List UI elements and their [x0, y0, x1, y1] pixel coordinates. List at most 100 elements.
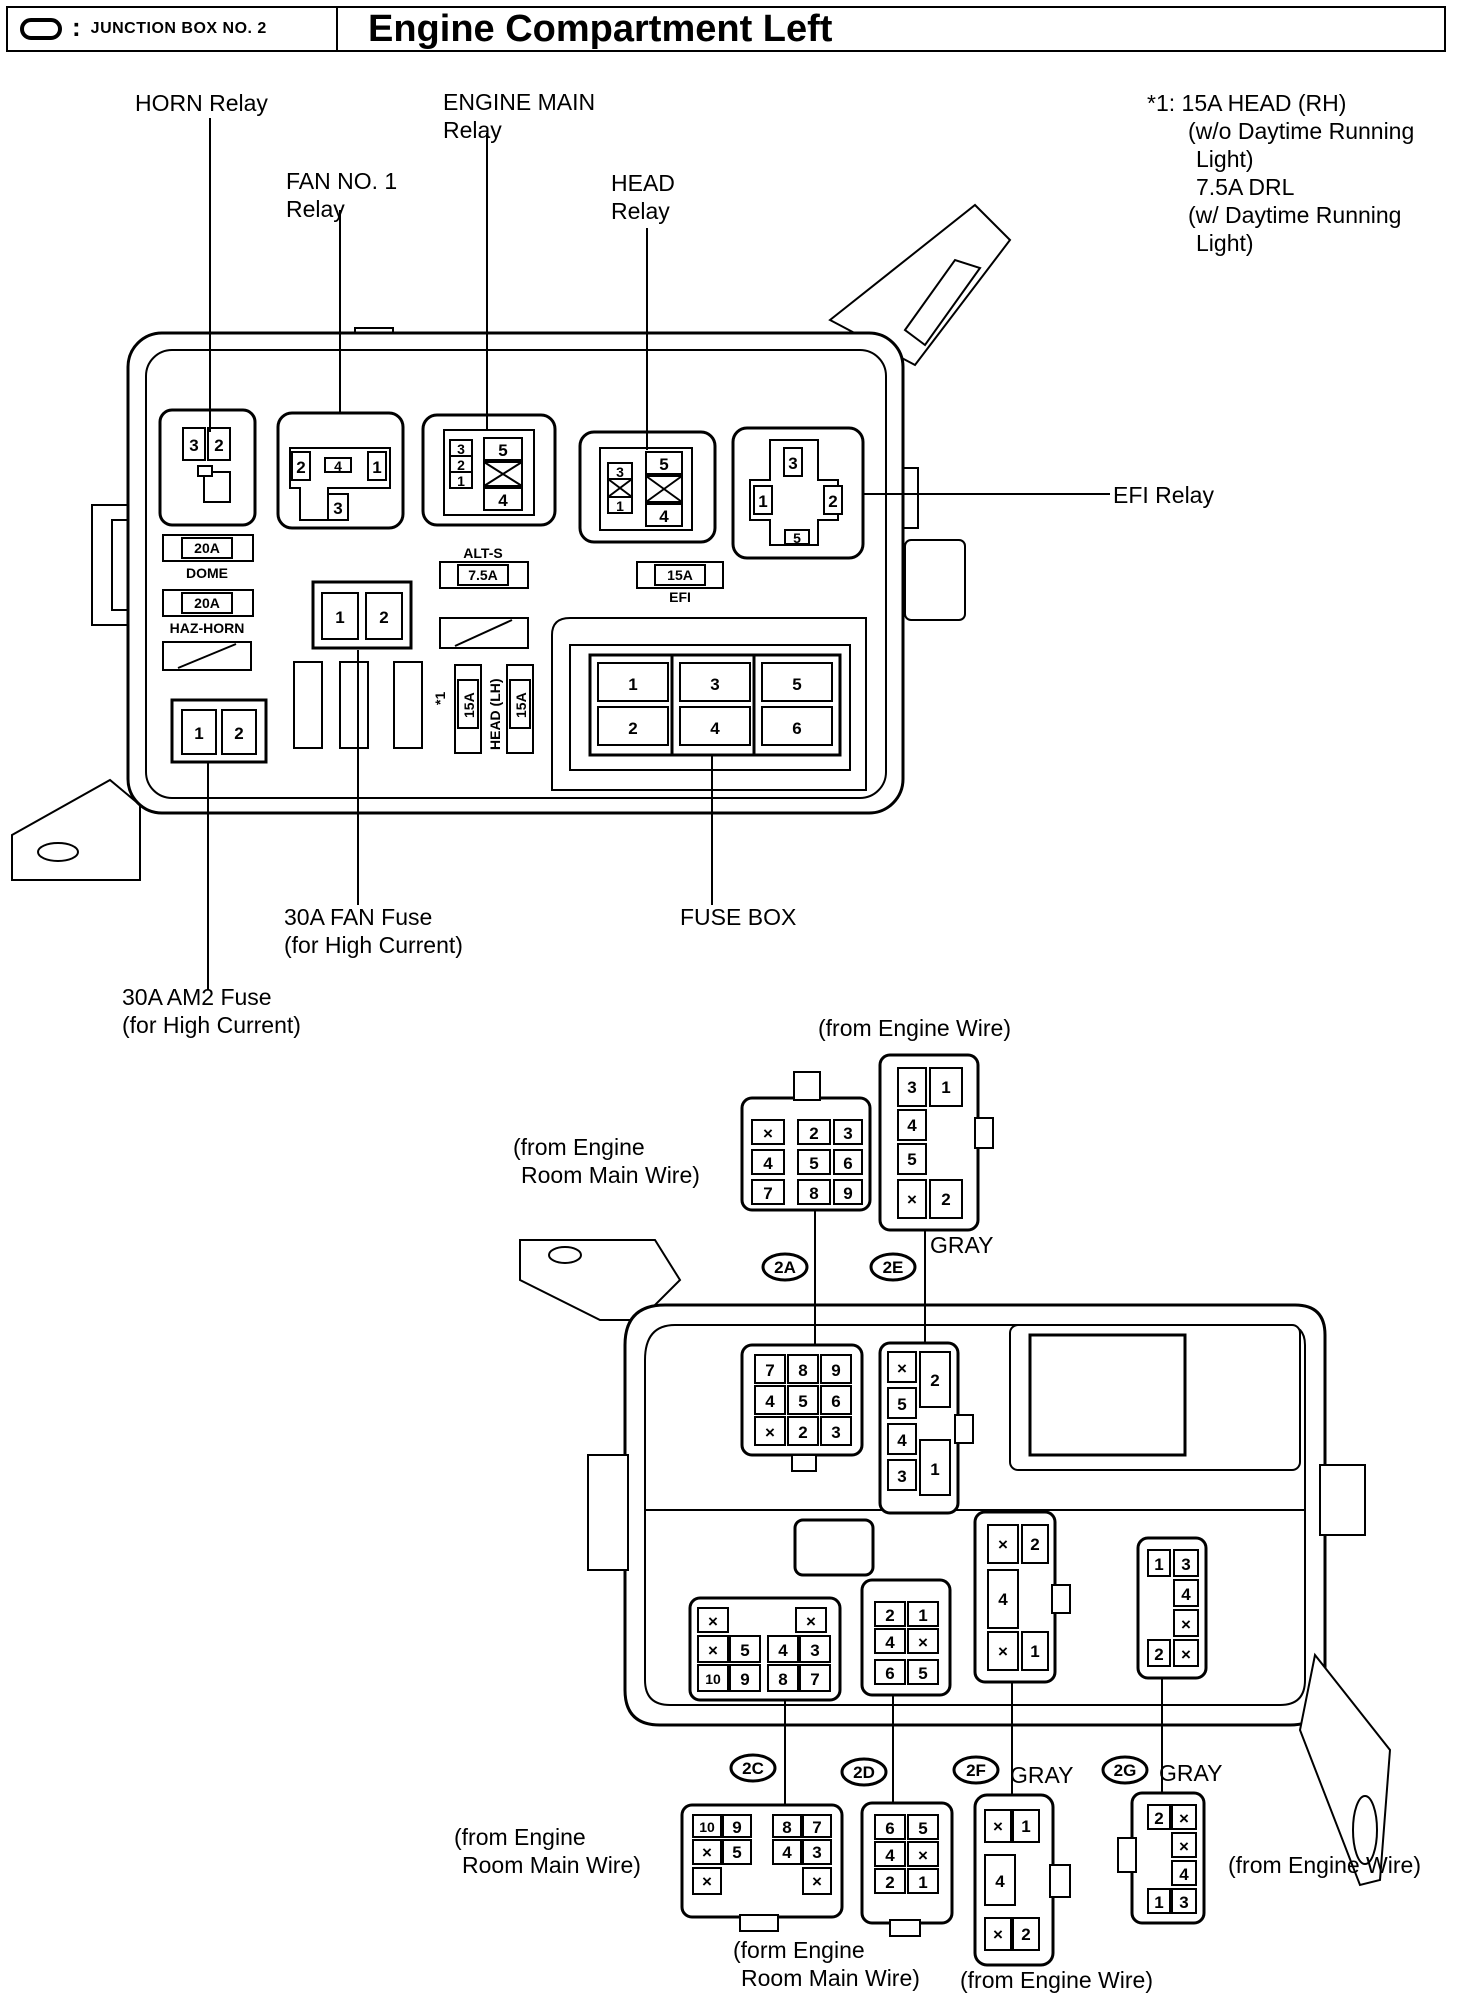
connector-2a-plug: × 2 3 4 5 6 7 8 9	[740, 1071, 872, 1212]
fuse-spare	[162, 641, 252, 671]
svg-text:5: 5	[907, 1150, 916, 1169]
connector-2c-plug: 10 9 8 7 × 5 4 3 × ×	[680, 1803, 844, 1932]
svg-text:4: 4	[885, 1846, 895, 1865]
svg-text:4: 4	[710, 719, 720, 738]
svg-text:1: 1	[1154, 1893, 1163, 1912]
fuse-dome: 20A DOME	[162, 534, 254, 581]
connector-id-2f: 2F	[952, 1755, 1000, 1785]
svg-text:×: ×	[806, 1612, 816, 1631]
svg-text:4: 4	[659, 507, 669, 526]
engine-main-label-2: Relay	[443, 117, 502, 143]
svg-text:3: 3	[812, 1843, 821, 1862]
svg-text:7: 7	[812, 1818, 821, 1837]
svg-text:(w/o Daytime Running: (w/o Daytime Running	[1188, 118, 1414, 144]
svg-text:2D: 2D	[853, 1763, 875, 1782]
fan-fuse-30a: 1 2	[311, 580, 413, 650]
label-from-engine-wire-2e: (from Engine Wire)	[818, 1015, 1011, 1041]
horn-relay: 3 2	[158, 408, 257, 527]
top-leader-lines	[207, 118, 1110, 990]
svg-text:2: 2	[628, 719, 637, 738]
svg-text:4: 4	[897, 1431, 907, 1450]
svg-text:20A: 20A	[194, 540, 220, 556]
junction-box-label: JUNCTION BOX NO. 2	[90, 20, 267, 37]
connector-2g-housing: 1 3 4 × 2 ×	[1136, 1536, 1208, 1680]
svg-text:ALT-S: ALT-S	[463, 545, 502, 561]
fuse-slot-1	[293, 661, 323, 749]
svg-text:2: 2	[941, 1190, 950, 1209]
svg-text:Light): Light)	[1196, 146, 1254, 172]
svg-text:1: 1	[372, 458, 381, 477]
svg-text:4: 4	[885, 1633, 895, 1652]
efi-relay-label: EFI Relay	[1113, 482, 1214, 508]
bottom-housing	[519, 1239, 1392, 1887]
fuse-slot-3	[393, 661, 423, 749]
svg-text:3: 3	[907, 1078, 916, 1097]
junction-box-cell: : JUNCTION BOX NO. 2	[8, 8, 338, 50]
svg-text:2A: 2A	[774, 1258, 796, 1277]
svg-text:4: 4	[782, 1843, 792, 1862]
svg-text:3: 3	[810, 1641, 819, 1660]
svg-text:5: 5	[498, 441, 507, 460]
svg-text:1: 1	[335, 608, 344, 627]
efi-relay: 3 1 2 5	[731, 426, 865, 560]
head-relay: 3 1 5 4	[578, 430, 717, 544]
svg-text:×: ×	[708, 1612, 718, 1631]
svg-text:6: 6	[831, 1392, 840, 1411]
fan-fuse-label-2: (for High Current)	[284, 932, 463, 958]
connector-id-2g: 2G	[1101, 1755, 1149, 1785]
svg-text:×: ×	[763, 1124, 773, 1143]
svg-text:3: 3	[333, 499, 342, 518]
connector-id-2a: 2A	[761, 1252, 809, 1282]
label-from-engine-wire-2f: (from Engine Wire)	[960, 1967, 1153, 1993]
svg-text:15A: 15A	[461, 692, 477, 718]
svg-text:2: 2	[930, 1371, 939, 1390]
svg-text:×: ×	[918, 1846, 928, 1865]
svg-text:9: 9	[732, 1818, 741, 1837]
svg-text:2: 2	[1021, 1925, 1030, 1944]
svg-text:2: 2	[214, 436, 223, 455]
svg-text:7: 7	[765, 1361, 774, 1380]
svg-text:3: 3	[457, 441, 465, 457]
svg-text:4: 4	[1179, 1865, 1189, 1884]
am2-fuse-30a: 1 2	[170, 698, 268, 764]
connector-2f-plug: × 1 4 × 2	[973, 1793, 1071, 1967]
svg-text:×: ×	[1181, 1615, 1191, 1634]
fuse-head-lh: HEAD (LH) 15A	[487, 664, 534, 754]
svg-text:2: 2	[234, 724, 243, 743]
svg-text:×: ×	[702, 1843, 712, 1862]
head-relay-label: HEAD	[611, 170, 675, 196]
svg-text:1: 1	[1154, 1555, 1163, 1574]
fuse-star1: *1 15A	[432, 664, 482, 754]
svg-text:15A: 15A	[513, 692, 529, 718]
connector-id-2d: 2D	[840, 1757, 888, 1787]
svg-text:*1: 15A HEAD (RH): *1: 15A HEAD (RH)	[1147, 90, 1346, 116]
svg-text:7.5A DRL: 7.5A DRL	[1196, 174, 1295, 200]
label-form-engine-2d: (form Engine	[733, 1937, 865, 1963]
svg-text:2: 2	[1030, 1535, 1039, 1554]
svg-text:20A: 20A	[194, 595, 220, 611]
bottom-leader-lines	[784, 1210, 1163, 1805]
svg-text:4: 4	[995, 1872, 1005, 1891]
svg-text:1: 1	[930, 1460, 939, 1479]
svg-text:2: 2	[379, 608, 388, 627]
connector-2b-housing	[793, 1518, 875, 1577]
svg-text:5: 5	[918, 1819, 927, 1838]
svg-text:EFI: EFI	[669, 589, 691, 605]
am2-fuse-label: 30A AM2 Fuse	[122, 984, 272, 1010]
svg-text:4: 4	[1181, 1585, 1191, 1604]
fuse-efi: 15A EFI	[636, 561, 724, 605]
svg-text:4: 4	[778, 1641, 788, 1660]
label-from-engine-room-2c-2: Room Main Wire)	[462, 1852, 641, 1878]
svg-text:6: 6	[792, 719, 801, 738]
svg-text:4: 4	[334, 458, 342, 474]
svg-text:9: 9	[843, 1184, 852, 1203]
svg-text:5: 5	[732, 1843, 741, 1862]
svg-text:2E: 2E	[883, 1258, 904, 1277]
connector-2d-housing: 2 1 4 × 6 5	[860, 1578, 952, 1697]
svg-text:8: 8	[782, 1818, 791, 1837]
page-title: Engine Compartment Left	[368, 7, 833, 50]
svg-text:4: 4	[763, 1154, 773, 1173]
fan-relay-label: FAN NO. 1	[286, 168, 397, 194]
svg-text:10: 10	[705, 1671, 721, 1687]
svg-text:×: ×	[1179, 1809, 1189, 1828]
